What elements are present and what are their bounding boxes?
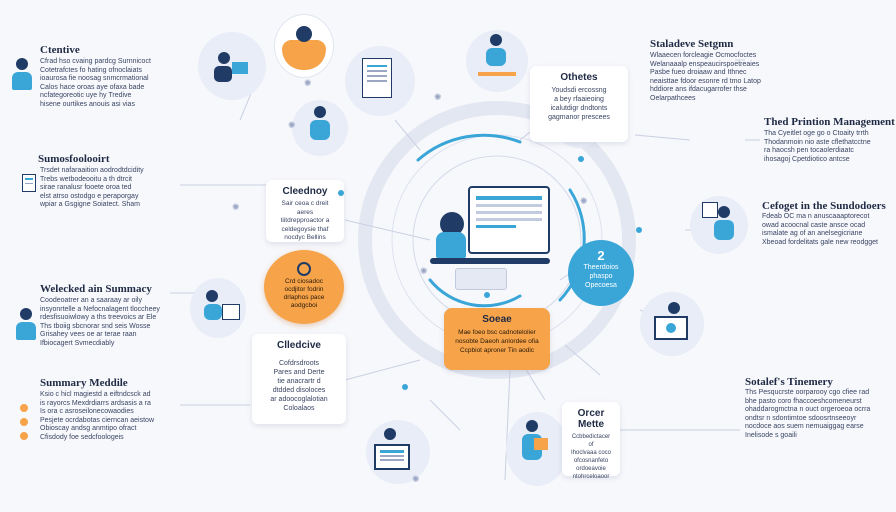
laptop-person-icon [214, 52, 248, 88]
connector-dot [338, 190, 344, 196]
connector-dot [402, 384, 408, 390]
right-mid-title: Cefoget in the Sundodoers [762, 200, 886, 212]
bottom-center-person-icon [518, 420, 548, 470]
left-mid-title: Sumosfoolooirt [38, 153, 110, 165]
target-icon [297, 262, 311, 276]
gear-icon: ✺ [288, 120, 296, 130]
orange-desk-person [296, 26, 312, 42]
gear-icon: ✺ [412, 474, 420, 484]
top-right-title: Staladeve Setgmn [650, 38, 734, 50]
bottom-left-title: Summary Meddile [40, 377, 128, 389]
node-card-orcer-mette-title: Orcer Mette [577, 408, 605, 430]
gear-icon: ✺ [420, 266, 428, 276]
monitor-user-icon [668, 302, 680, 314]
bullet-dot-2 [20, 418, 28, 426]
top-left-title: Ctentive [40, 44, 80, 56]
node-card-othetes-title: Othetes [560, 72, 598, 83]
bullet-dot-1 [20, 404, 28, 412]
desk-person-icon [700, 200, 740, 248]
bottom-right-title: Sotalef's Tinemery [745, 376, 833, 388]
left-mid-document-icon [22, 174, 36, 192]
center-person-body [436, 232, 466, 258]
left-lower-title: Welecked ain Summacy [40, 283, 152, 295]
right-upper-title: Thed Printion Management [764, 116, 895, 128]
bullet-dot-3 [20, 432, 28, 440]
connector-dot [636, 227, 642, 233]
monitor-icon [654, 316, 688, 340]
laptop-person-icon-2 [478, 34, 520, 84]
center-screen-front [455, 268, 507, 290]
left-lower-avatar-icon [14, 308, 38, 344]
center-desk [430, 258, 550, 264]
gear-icon: ✺ [304, 78, 312, 88]
reader-person-icon [308, 106, 332, 146]
gear-icon: ✺ [232, 202, 240, 212]
left-lower-person-icon [200, 290, 240, 332]
gear-icon: ✺ [434, 92, 442, 102]
document-icon [362, 58, 392, 98]
node-blue-circle-number: 2 [597, 248, 605, 263]
node-card-soeae-title: Soeae [482, 314, 512, 325]
bottom-laptop-person [384, 428, 396, 440]
top-left-person-icon [8, 58, 36, 92]
center-monitor [468, 186, 550, 254]
gear-icon: ✺ [580, 196, 588, 206]
bottom-laptop-icon [374, 444, 410, 470]
connector-dot [484, 292, 490, 298]
node-card-cleednoy-title: Cleednoy [282, 186, 328, 197]
node-card-clledcive-title: Clledcive [277, 340, 321, 351]
orange-desk-icon [282, 40, 326, 70]
connector-dot [578, 156, 584, 162]
